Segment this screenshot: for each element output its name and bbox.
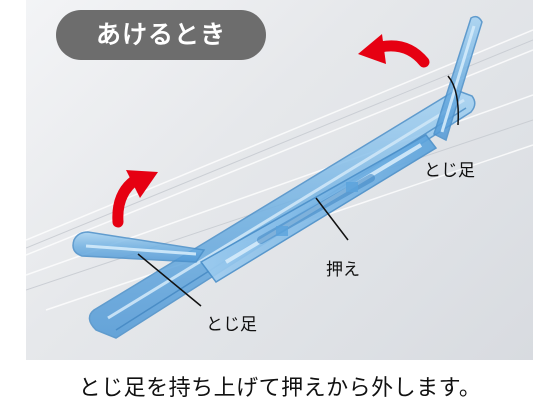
product-photo: あけるとき とじ足 押え とじ足 bbox=[26, 0, 533, 360]
leader-lines bbox=[137, 75, 460, 307]
binder-clip-illustration bbox=[26, 15, 533, 339]
base-rail bbox=[88, 89, 476, 339]
presser-piece bbox=[199, 134, 438, 283]
label-osae: 押え bbox=[326, 260, 360, 280]
label-toji-ashi-right: とじ足 bbox=[424, 161, 475, 181]
arrow-top-left bbox=[358, 34, 430, 68]
label-toji-ashi-left: とじ足 bbox=[206, 315, 257, 335]
left-leg bbox=[72, 231, 206, 263]
arrow-left-up bbox=[112, 170, 158, 228]
opening-badge: あけるとき bbox=[56, 10, 266, 60]
instruction-caption: とじ足を持ち上げて押えから外します。 bbox=[78, 376, 482, 401]
leader-middle bbox=[315, 197, 349, 241]
right-leg bbox=[433, 15, 483, 142]
leader-bottom bbox=[137, 253, 202, 307]
leader-top-right bbox=[447, 75, 460, 126]
